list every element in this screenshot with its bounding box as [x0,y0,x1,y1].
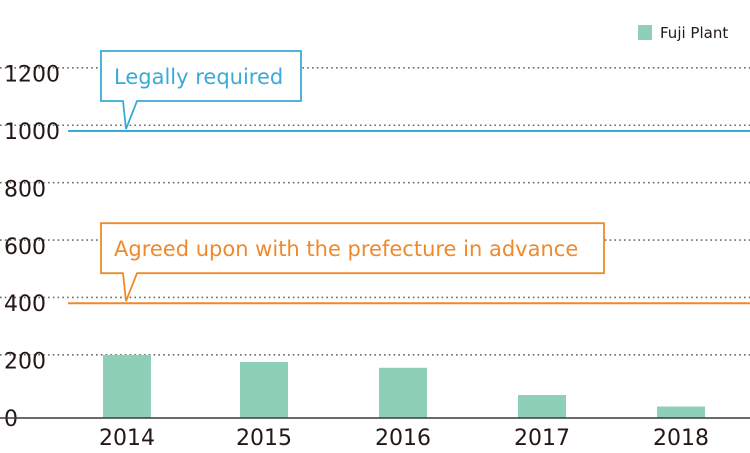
legend-swatch [638,25,652,40]
bar [240,362,288,418]
callout-box [100,50,302,130]
x-tick-label: 2015 [236,426,292,451]
x-axis-ticks: 2014 2015 2016 2017 2018 [0,417,750,451]
bar [657,406,705,418]
legend: Fuji Plant [638,24,728,42]
gridlines [0,67,750,356]
bar [518,395,566,418]
x-tick-label: 2017 [514,426,570,451]
bar [379,367,427,418]
y-tick-label: 800 [4,177,46,202]
callout-box [100,222,605,302]
y-tick-label: 600 [4,235,46,260]
y-tick-label: 1000 [4,120,60,145]
y-tick-label: 200 [4,350,46,375]
y-axis-ticks: 0 200 400 600 800 1000 1200 [4,63,60,432]
y-tick-label: 400 [4,292,46,317]
x-tick-label: 2018 [653,426,709,451]
x-tick-label: 2016 [375,426,431,451]
bars [103,354,705,418]
callout-label: Agreed upon with the prefecture in advan… [114,237,578,261]
legend-label: Fuji Plant [660,24,728,42]
callout-label: Legally required [114,65,283,89]
y-tick-label: 0 [4,407,18,432]
bar [103,354,151,418]
y-tick-label: 1200 [4,63,60,88]
x-tick-label: 2014 [99,426,155,451]
